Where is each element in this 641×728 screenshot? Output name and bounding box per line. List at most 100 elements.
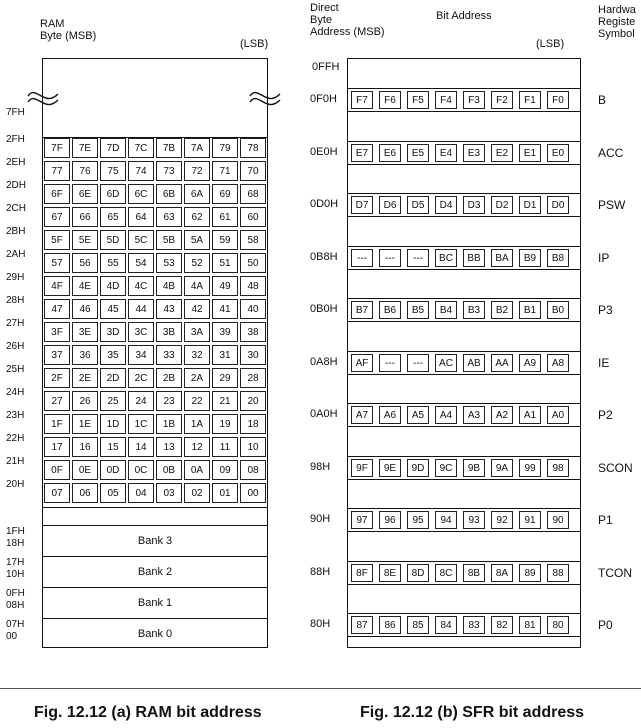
sfr-register-symbol: SCON	[598, 461, 633, 475]
ram-row-address: 2DH	[6, 180, 27, 191]
sfr-bit-cell: B3	[463, 301, 485, 319]
ram-bit-cell: 5E	[72, 230, 98, 250]
sfr-bit-cell: BC	[435, 249, 457, 267]
ram-bit-cell: 49	[212, 276, 238, 296]
sfr-bit-cell: ---	[407, 249, 429, 267]
ram-bit-cell: 57	[44, 253, 70, 273]
sfr-bit-cell: A6	[379, 406, 401, 424]
sfr-bit-cell: B8	[547, 249, 569, 267]
sfr-bit-cell: F6	[379, 91, 401, 109]
sfr-row-address: 98H	[310, 461, 331, 473]
ram-bit-cell: 5C	[128, 230, 154, 250]
ram-bit-cell: 2C	[128, 368, 154, 388]
ram-bit-cell: 2E	[72, 368, 98, 388]
ram-bit-cell: 64	[128, 207, 154, 227]
ram-bit-cell: 72	[184, 161, 210, 181]
ram-row-address: 2BH	[6, 226, 26, 237]
ram-frame	[42, 58, 268, 648]
sfr-register-symbol: PSW	[598, 198, 626, 212]
ram-bit-cell: 79	[212, 138, 238, 158]
ram-bit-cell: 22	[184, 391, 210, 411]
ram-bit-cell: 4C	[128, 276, 154, 296]
ram-bit-cell: 5F	[44, 230, 70, 250]
ram-bit-cell: 55	[100, 253, 126, 273]
sfr-bit-cell: A9	[519, 354, 541, 372]
sfr-header-lsb: (LSB)	[536, 38, 565, 50]
sfr-bit-cell: 9D	[407, 459, 429, 477]
sfr-register-row	[347, 298, 581, 322]
ram-bit-cell: 1F	[44, 414, 70, 434]
sfr-bit-cell: 9A	[491, 459, 513, 477]
ram-bit-cell: 69	[212, 184, 238, 204]
sfr-bit-cell: AF	[351, 354, 373, 372]
break-wave-left-top	[27, 91, 59, 100]
sfr-bit-cell: 99	[519, 459, 541, 477]
ram-bit-cell: 65	[100, 207, 126, 227]
sfr-row-address: 90H	[310, 513, 331, 525]
sfr-bit-cell: A2	[491, 406, 513, 424]
sfr-bit-cell: AC	[435, 354, 457, 372]
ram-bit-cell: 45	[100, 299, 126, 319]
sfr-bit-cell: A3	[463, 406, 485, 424]
ram-bit-cell: 54	[128, 253, 154, 273]
sfr-register-row	[347, 613, 581, 637]
ram-bit-cell: 46	[72, 299, 98, 319]
sfr-bit-cell: ---	[379, 354, 401, 372]
ram-bit-cell: 50	[240, 253, 266, 273]
sfr-bit-cell: D1	[519, 196, 541, 214]
sfr-bit-cell: F2	[491, 91, 513, 109]
sfr-register-row	[347, 456, 581, 480]
sfr-bit-cell: 80	[547, 616, 569, 634]
sfr-bit-cell: E6	[379, 144, 401, 162]
ram-bit-cell: 02	[184, 483, 210, 503]
sfr-row-address: 0A8H	[310, 356, 338, 368]
sfr-bit-cell: F4	[435, 91, 457, 109]
sfr-top-address: 0FFH	[312, 61, 340, 73]
sfr-bit-cell: F5	[407, 91, 429, 109]
sfr-register-row	[347, 508, 581, 532]
ram-bit-cell: 2F	[44, 368, 70, 388]
sfr-bit-cell: A7	[351, 406, 373, 424]
sfr-bit-cell: 83	[463, 616, 485, 634]
sfr-bit-cell: 88	[547, 564, 569, 582]
ram-figure-caption: Fig. 12.12 (a) RAM bit address	[34, 704, 262, 721]
ram-row-address: 27H	[6, 318, 25, 329]
sfr-bit-cell: D5	[407, 196, 429, 214]
ram-bit-cell: 73	[156, 161, 182, 181]
sfr-bit-cell: AB	[463, 354, 485, 372]
sfr-bit-cell: 95	[407, 511, 429, 529]
ram-bit-cell: 2D	[100, 368, 126, 388]
sfr-bit-cell: ---	[407, 354, 429, 372]
bank-address-bottom: 10H	[6, 569, 25, 580]
ram-row-address: 2AH	[6, 249, 26, 260]
sfr-bit-cell: 90	[547, 511, 569, 529]
ram-bit-cell: 31	[212, 345, 238, 365]
ram-bit-cell: 7B	[156, 138, 182, 158]
ram-bit-cell: 74	[128, 161, 154, 181]
sfr-bit-cell: E4	[435, 144, 457, 162]
sfr-bit-cell: 87	[351, 616, 373, 634]
sfr-register-symbol: IE	[598, 356, 610, 370]
sfr-bit-cell: 93	[463, 511, 485, 529]
ram-bit-cell: 1A	[184, 414, 210, 434]
ram-bit-cell: 5A	[184, 230, 210, 250]
ram-bit-cell: 0F	[44, 460, 70, 480]
sfr-register-row	[347, 88, 581, 112]
ram-bit-cell: 3D	[100, 322, 126, 342]
ram-bit-cell: 7A	[184, 138, 210, 158]
sfr-bit-cell: 9E	[379, 459, 401, 477]
ram-bit-cell: 3F	[44, 322, 70, 342]
sfr-bit-cell: 8B	[463, 564, 485, 582]
ram-bit-cell: 52	[184, 253, 210, 273]
sfr-bit-cell: 84	[435, 616, 457, 634]
ram-bit-cell: 24	[128, 391, 154, 411]
sfr-bit-cell: 9F	[351, 459, 373, 477]
ram-row-address: 2FH	[6, 134, 25, 145]
ram-bit-cell: 35	[100, 345, 126, 365]
ram-bit-cell: 7D	[100, 138, 126, 158]
ram-bit-cell: 17	[44, 437, 70, 457]
sfr-bit-cell: 8F	[351, 564, 373, 582]
sfr-bit-cell: B9	[519, 249, 541, 267]
ram-bit-cell: 6F	[44, 184, 70, 204]
sfr-register-row	[347, 246, 581, 270]
